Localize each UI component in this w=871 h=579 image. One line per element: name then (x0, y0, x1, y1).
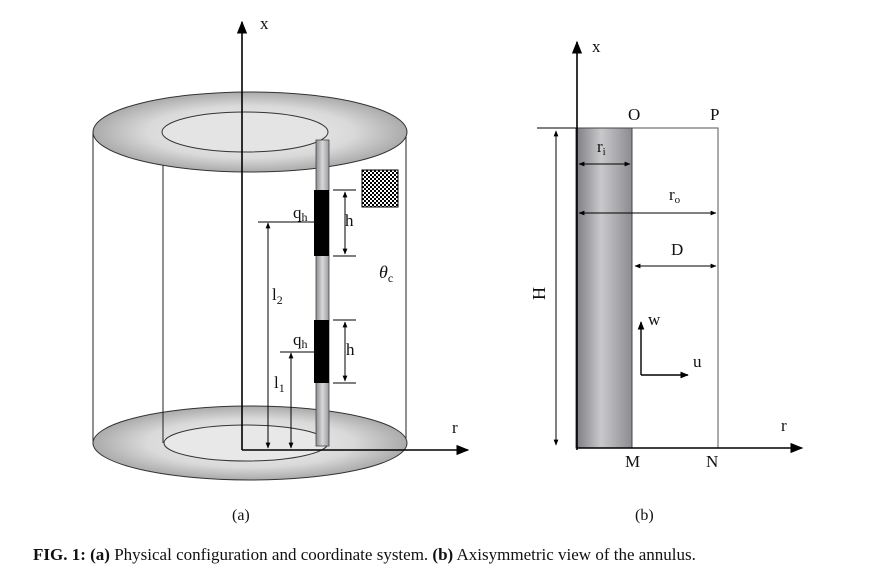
panel-a-sublabel: (a) (232, 507, 250, 524)
velocity-u-label: u (693, 352, 702, 371)
heater-lower-flux-label: qh (293, 330, 308, 351)
heater-upper-flux-label: qh (293, 203, 308, 224)
panel-b-sublabel: (b) (635, 507, 654, 524)
height-label: H (529, 287, 549, 300)
l2-label: l2 (272, 285, 283, 307)
panel-b: x r O P M N H ri ro D w u (b) (529, 37, 804, 524)
axis-r-label-b: r (781, 416, 787, 435)
axis-x-label-a: x (260, 14, 269, 33)
axis-x-label-b: x (592, 37, 601, 56)
inner-wall-strip (315, 139, 330, 447)
panel-a: x r l2 l1 h qh h qh θc (a) (92, 14, 470, 524)
ro-label: ro (669, 185, 681, 206)
theta-c-label: θc (379, 262, 393, 285)
caption-part-a-label: (a) (90, 545, 110, 564)
porous-block (361, 169, 399, 208)
ri-label: ri (597, 137, 606, 158)
corner-p: P (710, 105, 719, 124)
caption-part-b-text: Axisymmetric view of the annulus. (457, 545, 696, 564)
caption-fig-label: FIG. 1: (33, 545, 86, 564)
top-annulus (92, 91, 408, 173)
corner-m: M (625, 452, 640, 471)
heater-upper-height-label: h (345, 211, 354, 230)
caption-part-b-label: (b) (432, 545, 453, 564)
corner-n: N (706, 452, 718, 471)
corner-o: O (628, 105, 640, 124)
heater-lower (314, 320, 329, 383)
bottom-annulus (92, 405, 408, 481)
inner-cylinder-solid (575, 127, 633, 449)
velocity-w-label: w (648, 310, 661, 329)
heater-lower-height-label: h (346, 340, 355, 359)
l1-label: l1 (274, 373, 285, 395)
axis-r-label-a: r (452, 418, 458, 437)
caption-part-a-text: Physical configuration and coordinate sy… (114, 545, 428, 564)
figure-caption: FIG. 1: (a) Physical configuration and c… (33, 545, 696, 564)
gap-label: D (671, 240, 683, 259)
heater-upper (314, 190, 329, 256)
